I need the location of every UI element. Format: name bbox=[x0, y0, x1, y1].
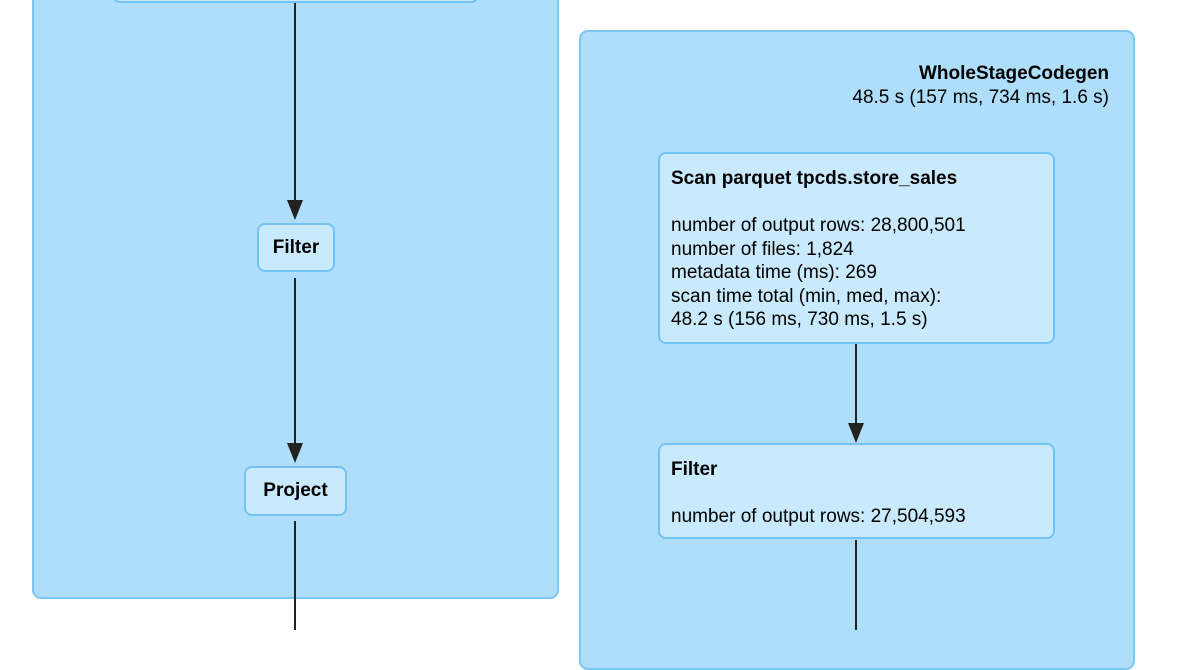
cluster-title: WholeStageCodegen bbox=[918, 63, 1109, 84]
filter-node-title: Filter bbox=[671, 459, 718, 480]
scan-metric: metadata time (ms): 269 bbox=[671, 262, 877, 283]
scan-metric: scan time total (min, med, max): bbox=[671, 285, 942, 307]
left-filter-label: Filter bbox=[272, 236, 320, 258]
edges bbox=[287, 3, 864, 630]
arrowhead-icon bbox=[287, 200, 303, 220]
left-filter-node[interactable]: Filter bbox=[257, 223, 335, 272]
scan-metric: number of output rows: 28,800,501 bbox=[671, 215, 966, 236]
edge-top-to-filter bbox=[287, 3, 303, 220]
scan-node-title: Scan parquet tpcds.store_sales bbox=[671, 168, 958, 189]
left-project-node[interactable]: Project bbox=[244, 466, 347, 516]
scan-metric: number of files: 1,824 bbox=[671, 238, 854, 260]
edge-filter-to-project bbox=[287, 278, 303, 463]
left-project-label: Project bbox=[263, 480, 328, 502]
scan-metric: 48.2 s (156 ms, 730 ms, 1.5 s) bbox=[671, 309, 928, 330]
edge-scan-to-filter bbox=[848, 344, 864, 443]
arrowhead-icon bbox=[848, 423, 864, 443]
arrowhead-icon bbox=[287, 443, 303, 463]
cluster-metric: 48.5 s (157 ms, 734 ms, 1.6 s) bbox=[852, 87, 1109, 108]
scan-parquet-node[interactable]: Scan parquet tpcds.store_sales number of… bbox=[658, 152, 1055, 344]
right-filter-node[interactable]: Filter number of output rows: 27,504,593 bbox=[658, 443, 1055, 539]
cluster-header: WholeStageCodegen 48.5 s (157 ms, 734 ms… bbox=[852, 62, 1109, 110]
filter-metric: number of output rows: 27,504,593 bbox=[671, 506, 966, 527]
